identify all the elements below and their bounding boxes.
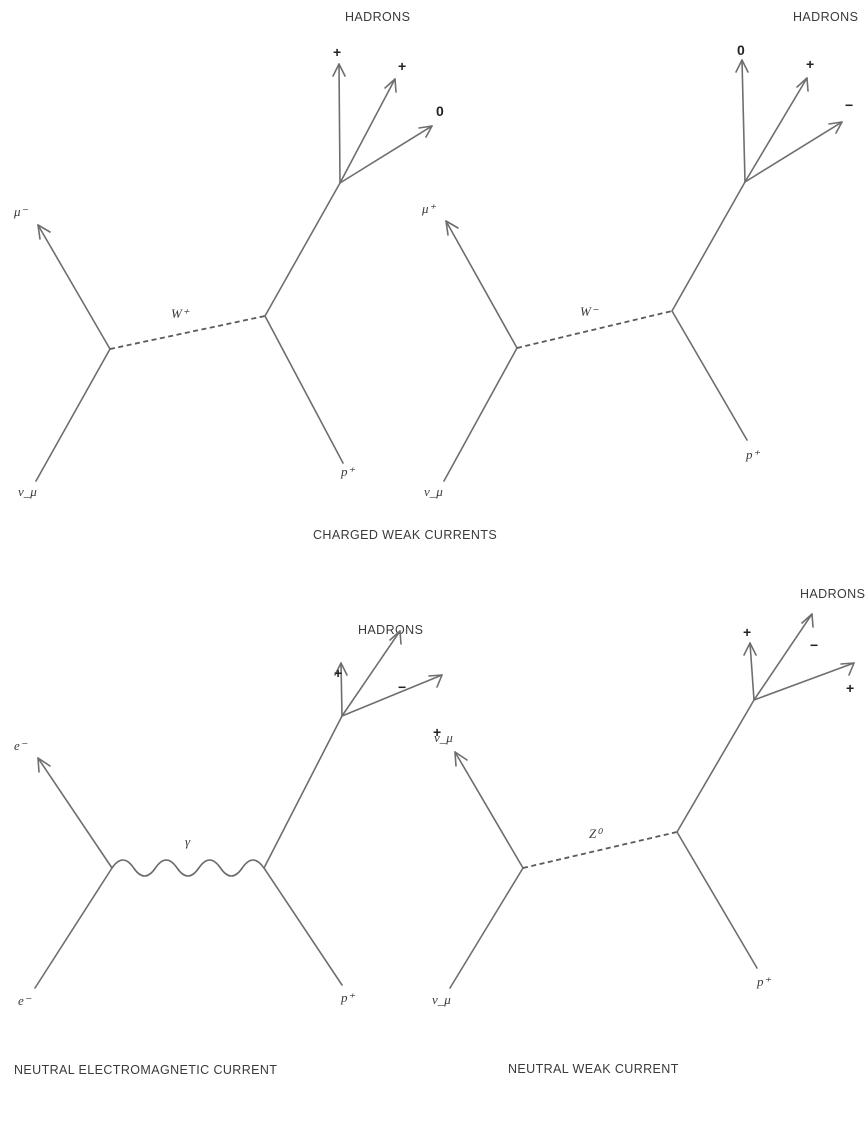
z-boson-propagator xyxy=(522,831,678,869)
arrowhead xyxy=(332,63,346,77)
arrowhead xyxy=(828,121,843,134)
hadron-track xyxy=(744,121,843,183)
w-boson-propagator xyxy=(516,310,673,349)
outgoing-muon-line xyxy=(445,220,518,349)
hadron-stem-line xyxy=(671,181,746,312)
proton-label: p⁺ xyxy=(340,990,356,1005)
arrowhead xyxy=(743,642,757,656)
diagram-w-minus: HADRONS 0 + − μ⁺ ν_μ W⁻ p⁺ xyxy=(421,10,858,499)
hadron-track xyxy=(341,674,443,717)
hadron-charge-label: + xyxy=(433,724,441,740)
hadron-track xyxy=(339,125,433,184)
hadron-track xyxy=(753,662,855,701)
proton-line xyxy=(671,310,748,441)
proton-label: p⁺ xyxy=(756,974,772,989)
hadron-charge-label: + xyxy=(398,58,406,74)
diagram-w-plus: HADRONS + + 0 μ⁻ ν_μ W⁺ p⁺ xyxy=(13,10,444,499)
hadrons-heading: HADRONS xyxy=(345,10,410,24)
boson-label: Z⁰ xyxy=(589,826,603,841)
hadron-stem-line xyxy=(263,715,343,869)
proton-line xyxy=(263,867,343,986)
hadron-track xyxy=(749,642,755,701)
neutrino-label: ν_μ xyxy=(424,484,443,499)
hadrons-heading: HADRONS xyxy=(793,10,858,24)
incoming-electron-line xyxy=(34,867,113,989)
outgoing-neutrino-line xyxy=(454,751,524,869)
hadrons-heading: HADRONS xyxy=(358,623,423,637)
hadron-track xyxy=(338,63,341,184)
hadron-track xyxy=(744,77,808,183)
incoming-neutrino-line xyxy=(449,867,524,989)
electron-out-label: e⁻ xyxy=(14,738,28,753)
arrowhead xyxy=(384,78,397,93)
caption-neutral-electromagnetic: NEUTRAL ELECTROMAGNETIC CURRENT xyxy=(14,1063,277,1077)
neutrino-out-label: ν_μ xyxy=(434,730,453,745)
outgoing-muon-line xyxy=(37,224,111,350)
arrowhead xyxy=(796,77,809,92)
diagram-electromagnetic: HADRONS + − + e⁻ e⁻ γ p⁺ xyxy=(14,623,443,1008)
arrowhead xyxy=(37,224,51,240)
hadron-track xyxy=(340,662,343,717)
hadron-charge-label: − xyxy=(845,97,853,113)
electron-in-label: e⁻ xyxy=(18,993,32,1008)
arrowhead xyxy=(801,613,814,628)
hadron-charge-label: + xyxy=(846,680,854,696)
arrowhead xyxy=(389,630,402,645)
arrowhead xyxy=(37,757,51,773)
hadron-charge-label: − xyxy=(810,637,818,653)
hadrons-heading: HADRONS xyxy=(800,587,865,601)
photon-propagator xyxy=(111,859,265,877)
hadron-charge-label: + xyxy=(743,624,751,640)
proton-line xyxy=(264,315,344,464)
caption-charged-weak: CHARGED WEAK CURRENTS xyxy=(313,528,497,542)
arrowhead xyxy=(454,751,468,767)
hadron-charge-label: + xyxy=(334,665,342,681)
hadron-track xyxy=(753,613,813,701)
hadron-charge-label: + xyxy=(333,44,341,60)
hadron-charge-label: 0 xyxy=(436,103,444,119)
arrowhead xyxy=(840,662,855,676)
hadron-stem-line xyxy=(264,182,341,317)
arrowhead xyxy=(735,59,749,73)
boson-label: W⁻ xyxy=(580,304,599,319)
hadron-stem-line xyxy=(676,699,755,833)
muon-label: μ⁺ xyxy=(421,201,437,216)
proton-line xyxy=(676,831,758,969)
diagram-neutral-weak: HADRONS + − + ν_μ ν_μ Z⁰ p⁺ xyxy=(432,587,865,1007)
hadron-charge-label: + xyxy=(806,56,814,72)
hadron-charge-label: − xyxy=(398,679,406,695)
arrowhead xyxy=(445,220,459,236)
arrowhead xyxy=(418,125,433,138)
hadron-track xyxy=(741,59,746,183)
w-boson-propagator xyxy=(109,315,266,350)
neutrino-in-label: ν_μ xyxy=(432,992,451,1007)
outgoing-electron-line xyxy=(37,757,113,869)
neutrino-label: ν_μ xyxy=(18,484,37,499)
photon-label: γ xyxy=(185,834,191,849)
incoming-neutrino-line xyxy=(443,347,518,482)
caption-neutral-weak: NEUTRAL WEAK CURRENT xyxy=(508,1062,679,1076)
muon-label: μ⁻ xyxy=(13,204,29,219)
proton-label: p⁺ xyxy=(745,447,761,462)
hadron-track xyxy=(339,78,396,184)
arrowhead xyxy=(428,674,443,688)
hadron-track xyxy=(341,630,401,717)
hadron-charge-label: 0 xyxy=(737,42,745,58)
boson-label: W⁺ xyxy=(171,306,190,321)
proton-label: p⁺ xyxy=(340,464,356,479)
incoming-neutrino-line xyxy=(35,348,111,482)
arrowhead xyxy=(334,662,348,676)
